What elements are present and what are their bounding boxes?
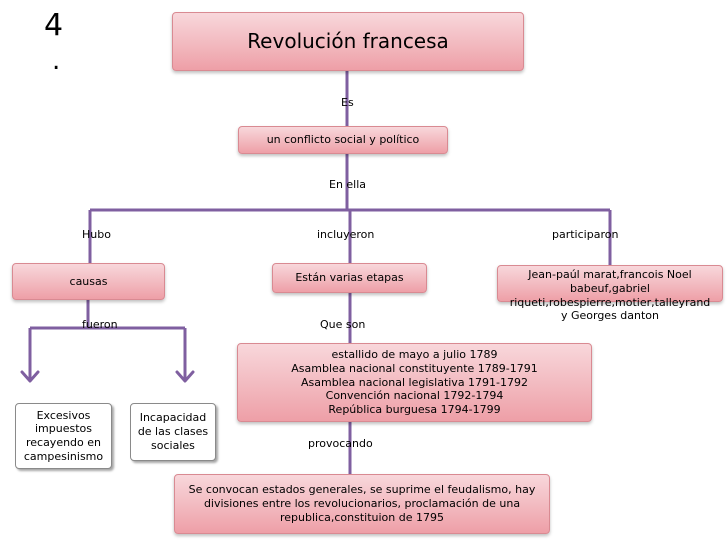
consequences-line-2: divisiones entre los revolucionarios, pr…	[203, 497, 521, 511]
label-fueron: fueron	[82, 318, 118, 331]
stage-2: Asamblea nacional constituyente 1789-179…	[291, 361, 538, 375]
stage-5: República burguesa 1794-1799	[328, 403, 501, 417]
causas-box: causas	[12, 263, 165, 300]
label-es: Es	[341, 96, 354, 109]
incapacidad-line-1: Incapacidad	[139, 411, 207, 425]
etapas-text: Están varias etapas	[295, 271, 404, 285]
participants-line-4: y Georges danton	[560, 309, 660, 323]
page-title: Revolución francesa	[247, 29, 449, 53]
incapacidad-line-3: sociales	[151, 438, 195, 452]
stage-4: Convención nacional 1792-1794	[325, 389, 504, 403]
label-participaron: participaron	[552, 228, 619, 241]
excesivos-box: Excesivos impuestos recayendo en campesi…	[15, 403, 112, 469]
participants-line-2: babeuf,gabriel	[570, 281, 650, 295]
title-box: Revolución francesa	[172, 12, 524, 71]
stages-box: estallido de mayo a julio 1789 Asamblea …	[237, 343, 592, 422]
incapacidad-line-2: de las clases	[137, 425, 209, 439]
excesivos-line-3: recayendo en	[25, 436, 102, 449]
participants-box: Jean-paúl marat,francois Noel babeuf,gab…	[497, 265, 723, 322]
causas-text: causas	[69, 274, 108, 288]
label-incluyeron: incluyeron	[317, 228, 375, 241]
consequences-line-3: republica,constituion de 1795	[279, 510, 444, 524]
conflict-box: un conflicto social y político	[238, 126, 448, 154]
label-que-son: Que son	[320, 318, 366, 331]
stage-3: Asamblea nacional legislativa 1791-1792	[300, 375, 529, 389]
participants-line-1: Jean-paúl marat,francois Noel	[528, 268, 692, 281]
consequences-line-1: Se convocan estados generales, se suprim…	[188, 483, 536, 497]
excesivos-line-2: impuestos	[35, 422, 92, 436]
slide-number: 4	[44, 8, 64, 43]
slide-number-dot: .	[52, 46, 61, 76]
label-provocando: provocando	[308, 437, 373, 450]
incapacidad-box: Incapacidad de las clases sociales	[130, 403, 216, 461]
conflict-text: un conflicto social y político	[266, 133, 420, 147]
arrowhead-excesivos	[20, 370, 40, 383]
excesivos-line-4: campesinismo	[23, 449, 104, 463]
etapas-box: Están varias etapas	[272, 263, 427, 293]
stage-1: estallido de mayo a julio 1789	[331, 348, 498, 362]
label-en-ella: En ella	[329, 178, 367, 191]
consequences-box: Se convocan estados generales, se suprim…	[174, 474, 550, 534]
excesivos-line-1: Excesivos	[36, 408, 91, 422]
label-hubo: Hubo	[82, 228, 111, 241]
arrowhead-incapacidad	[175, 370, 195, 383]
participants-line-3: riqueti,robespierre,motier,talleyrand	[509, 295, 711, 309]
